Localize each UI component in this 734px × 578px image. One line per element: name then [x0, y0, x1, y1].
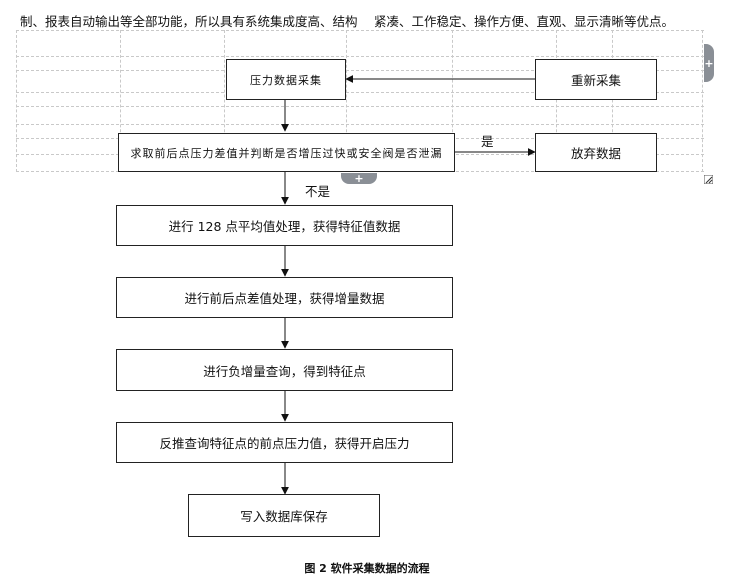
grid-line: [224, 30, 225, 172]
edge-label-no: 不是: [305, 184, 331, 199]
node-db-save: 写入数据库保存: [188, 494, 380, 537]
node-avg128: 进行 128 点平均值处理，获得特征值数据: [116, 205, 453, 246]
grid-line: [612, 30, 613, 172]
grid-line: [120, 30, 121, 172]
node-discard: 放弃数据: [535, 133, 657, 172]
node-judge: 求取前后点压力差值并判断是否增压过快或安全阀是否泄漏: [118, 133, 455, 172]
grid-line: [346, 30, 347, 172]
grid-line: [16, 92, 704, 93]
grid-line: [556, 30, 557, 172]
node-neg-query: 进行负增量查询，得到特征点: [116, 349, 453, 391]
node-pressure-collect: 压力数据采集: [226, 59, 346, 100]
grid-line: [16, 70, 704, 71]
add-row-handle[interactable]: +: [341, 173, 377, 184]
node-diff: 进行前后点差值处理，获得增量数据: [116, 277, 453, 318]
grid-line: [16, 124, 704, 125]
edge-label-yes: 是: [481, 134, 494, 149]
grid-line: [16, 30, 17, 172]
paragraph-text-right: 紧凑、工作稳定、操作方便、直观、显示清晰等优点。: [374, 14, 675, 29]
node-back-infer: 反推查询特征点的前点压力值，获得开启压力: [116, 422, 453, 463]
paragraph-text-left: 制、报表自动输出等全部功能，所以具有系统集成度高、结构: [20, 14, 358, 29]
grid-line: [16, 56, 704, 57]
table-resize-icon[interactable]: [704, 175, 713, 184]
grid-line: [452, 30, 453, 172]
figure-caption: 图 2 软件采集数据的流程: [304, 562, 430, 575]
grid-line: [16, 106, 704, 107]
grid-line: [16, 30, 704, 31]
grid-line: [702, 30, 703, 172]
node-recollect: 重新采集: [535, 59, 657, 100]
add-column-handle[interactable]: +: [704, 44, 714, 82]
